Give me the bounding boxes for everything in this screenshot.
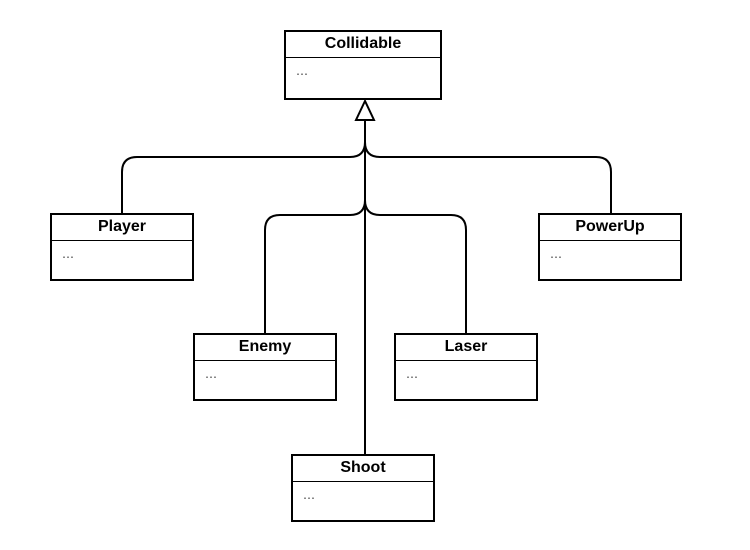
- class-enemy-name: Enemy: [195, 335, 335, 361]
- class-laser-members: …: [406, 367, 418, 381]
- class-shoot-members: …: [303, 488, 315, 502]
- class-enemy[interactable]: Enemy …: [193, 333, 337, 401]
- class-powerup-name: PowerUp: [540, 215, 680, 241]
- class-powerup-members: …: [550, 247, 562, 261]
- class-player-name: Player: [52, 215, 192, 241]
- class-shoot[interactable]: Shoot …: [291, 454, 435, 522]
- class-laser-name: Laser: [396, 335, 536, 361]
- class-collidable[interactable]: Collidable …: [284, 30, 442, 100]
- edge-powerup: [364, 141, 612, 213]
- edge-enemy: [264, 142, 366, 333]
- class-collidable-name: Collidable: [286, 32, 440, 58]
- inheritance-arrowhead: [354, 98, 376, 121]
- class-shoot-name: Shoot: [293, 456, 433, 482]
- class-laser[interactable]: Laser …: [394, 333, 538, 401]
- class-player-members: …: [62, 247, 74, 261]
- class-enemy-members: …: [205, 367, 217, 381]
- class-player[interactable]: Player …: [50, 213, 194, 281]
- edge-player: [121, 120, 366, 213]
- class-collidable-members: …: [296, 64, 308, 78]
- class-powerup[interactable]: PowerUp …: [538, 213, 682, 281]
- edge-laser: [364, 199, 467, 333]
